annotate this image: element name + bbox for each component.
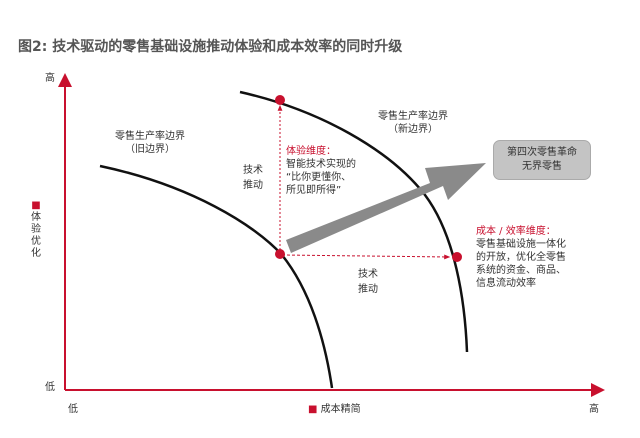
experience-dimension: 体验维度： 智能技术实现的 “比你更懂你、 所见即所得” [286, 145, 356, 197]
revolution-line2: 无界零售 [522, 161, 562, 172]
y-low-label: 低 [45, 382, 55, 393]
tech-push-horizontal-label: 技术 推动 [358, 267, 378, 297]
old-frontier-label: 零售生产率边界 （旧边界） [115, 130, 185, 156]
big-progress-arrow [286, 163, 486, 253]
right-point [452, 252, 462, 262]
x-axis-label: 成本精简 [320, 404, 361, 415]
cost-heading: 成本 / 效率维度： [476, 226, 556, 237]
y-axis-label: 体验优化 [31, 212, 41, 259]
revolution-box: 第四次零售革命 无界零售 [493, 140, 591, 180]
tech-push-v-line1: 技术 [243, 165, 263, 176]
new-frontier-label: 零售生产率边界 （新边界） [378, 110, 448, 136]
tech-push-v-line2: 推动 [243, 180, 263, 191]
top-point [275, 95, 285, 105]
tech-push-h-line2: 推动 [358, 284, 378, 295]
x-axis-title: ■ 成本精简 [308, 403, 361, 416]
cost-line: 信息流动效率 [476, 278, 536, 289]
new-frontier-curve [239, 90, 469, 353]
experience-line: “比你更懂你、 [286, 172, 352, 183]
old-frontier-line1: 零售生产率边界 [115, 131, 185, 142]
cost-line: 系统的资金、商品、 [476, 265, 566, 276]
experience-heading: 体验维度： [286, 146, 336, 157]
experience-line: 智能技术实现的 [286, 159, 356, 170]
cost-dimension: 成本 / 效率维度： 零售基础设施一体化 的开放，优化全零售 系统的资金、商品、… [476, 225, 566, 290]
x-high-label: 高 [589, 404, 599, 415]
new-frontier-line1: 零售生产率边界 [378, 111, 448, 122]
horizontal-push-arrow [281, 254, 451, 260]
tech-push-vertical-label: 技术 推动 [243, 163, 263, 193]
old-point [275, 249, 285, 259]
x-low-label: 低 [68, 404, 78, 415]
figure-title: 图2: 技术驱动的零售基础设施推动体验和成本效率的同时升级 [18, 39, 403, 55]
new-frontier-line2: （新边界） [388, 124, 438, 135]
x-marker-icon: ■ [308, 404, 318, 415]
y-axis-title: ■ 体验优化 [30, 200, 42, 260]
old-frontier-curve [99, 164, 334, 389]
experience-line: 所见即所得” [286, 185, 342, 196]
old-frontier-line2: （旧边界） [125, 144, 175, 155]
y-high-label: 高 [45, 73, 55, 84]
cost-line: 的开放，优化全零售 [476, 252, 566, 263]
cost-line: 零售基础设施一体化 [476, 239, 566, 250]
y-marker-icon: ■ [31, 200, 41, 211]
revolution-line1: 第四次零售革命 [507, 147, 577, 158]
tech-push-h-line1: 技术 [358, 269, 378, 280]
